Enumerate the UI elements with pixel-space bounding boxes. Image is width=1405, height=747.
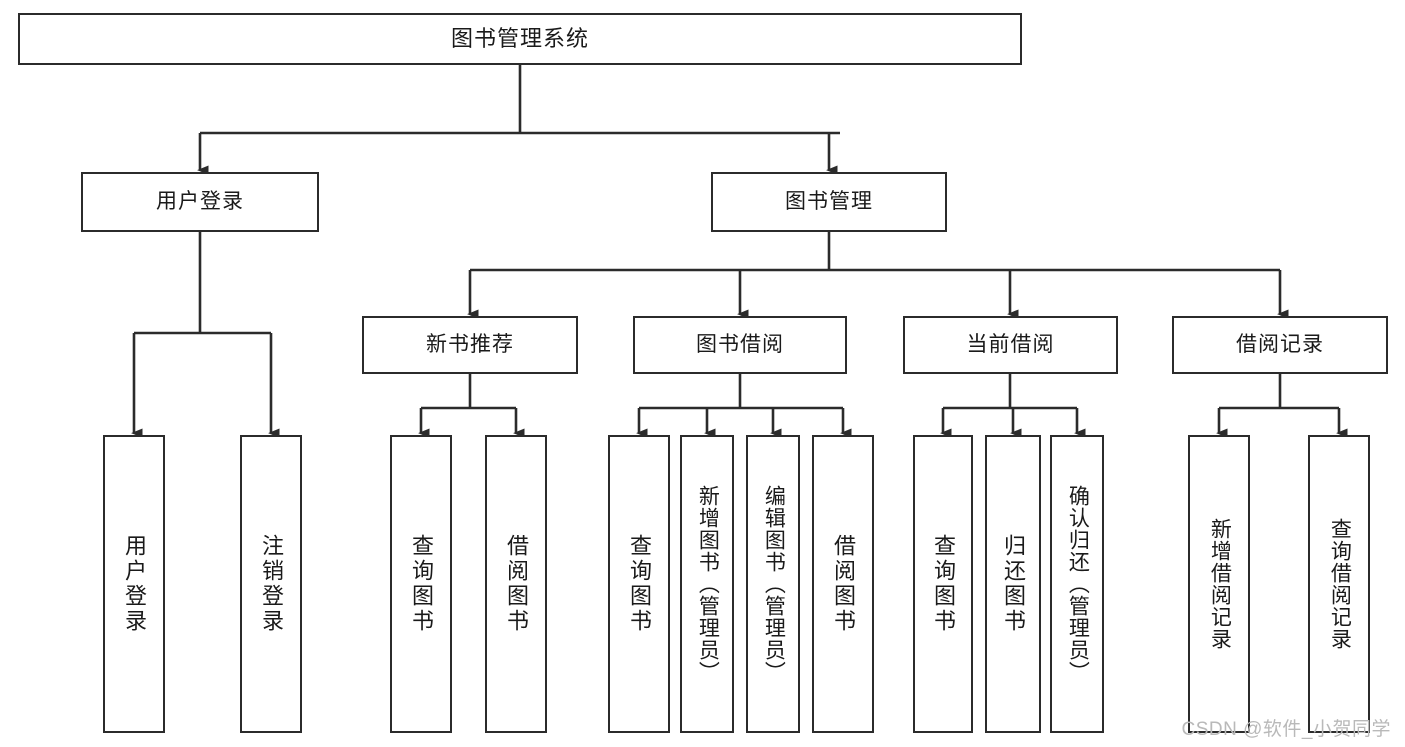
node-leaf-confirm-return-admin-label: 确认归还（管理员）: [1066, 485, 1090, 683]
node-book-management[interactable]: 图书管理: [711, 172, 947, 232]
node-leaf-confirm-return-admin[interactable]: 确认归还（管理员）: [1050, 435, 1104, 733]
node-leaf-borrow-books-rec[interactable]: 借阅图书: [485, 435, 547, 733]
node-leaf-logout[interactable]: 注销登录: [240, 435, 302, 733]
node-book-borrowing[interactable]: 图书借阅: [633, 316, 847, 374]
node-borrowing-records-label: 借阅记录: [1236, 333, 1324, 357]
node-leaf-query-books-borrow-label: 查询图书: [626, 534, 652, 634]
node-leaf-query-borrow-record-label: 查询借阅记录: [1328, 518, 1352, 650]
node-leaf-borrow-books-label: 借阅图书: [830, 534, 856, 634]
node-leaf-add-book-admin[interactable]: 新增图书（管理员）: [680, 435, 734, 733]
node-borrowing-records[interactable]: 借阅记录: [1172, 316, 1388, 374]
node-current-borrowing[interactable]: 当前借阅: [903, 316, 1118, 374]
node-leaf-logout-label: 注销登录: [258, 534, 284, 634]
node-book-borrowing-label: 图书借阅: [696, 333, 784, 357]
node-leaf-query-borrow-record[interactable]: 查询借阅记录: [1308, 435, 1370, 733]
node-leaf-query-books-rec[interactable]: 查询图书: [390, 435, 452, 733]
node-leaf-user-login-label: 用户登录: [121, 534, 147, 634]
node-leaf-edit-book-admin[interactable]: 编辑图书（管理员）: [746, 435, 800, 733]
node-leaf-user-login[interactable]: 用户登录: [103, 435, 165, 733]
watermark-text: CSDN @软件_小贺同学: [1181, 719, 1391, 740]
node-leaf-edit-book-admin-label: 编辑图书（管理员）: [762, 485, 786, 683]
node-leaf-return-books[interactable]: 归还图书: [985, 435, 1041, 733]
node-leaf-add-borrow-record-label: 新增借阅记录: [1208, 518, 1232, 650]
node-leaf-return-books-label: 归还图书: [1000, 534, 1026, 634]
node-book-management-label: 图书管理: [785, 190, 873, 214]
node-leaf-borrow-books-rec-label: 借阅图书: [503, 534, 529, 634]
node-user-login-label: 用户登录: [156, 190, 244, 214]
node-leaf-query-books-current[interactable]: 查询图书: [913, 435, 973, 733]
node-current-borrowing-label: 当前借阅: [966, 333, 1055, 357]
node-new-book-recommendation[interactable]: 新书推荐: [362, 316, 578, 374]
node-leaf-query-books-rec-label: 查询图书: [408, 534, 434, 634]
node-leaf-borrow-books[interactable]: 借阅图书: [812, 435, 874, 733]
node-leaf-query-books-current-label: 查询图书: [930, 534, 956, 634]
node-leaf-query-books-borrow[interactable]: 查询图书: [608, 435, 670, 733]
node-leaf-add-book-admin-label: 新增图书（管理员）: [696, 485, 720, 683]
node-new-book-recommendation-label: 新书推荐: [426, 333, 514, 357]
node-root-label: 图书管理系统: [450, 25, 589, 51]
node-leaf-add-borrow-record[interactable]: 新增借阅记录: [1188, 435, 1250, 733]
node-user-login[interactable]: 用户登录: [81, 172, 319, 232]
node-root-book-management-system[interactable]: 图书管理系统: [18, 13, 1022, 65]
